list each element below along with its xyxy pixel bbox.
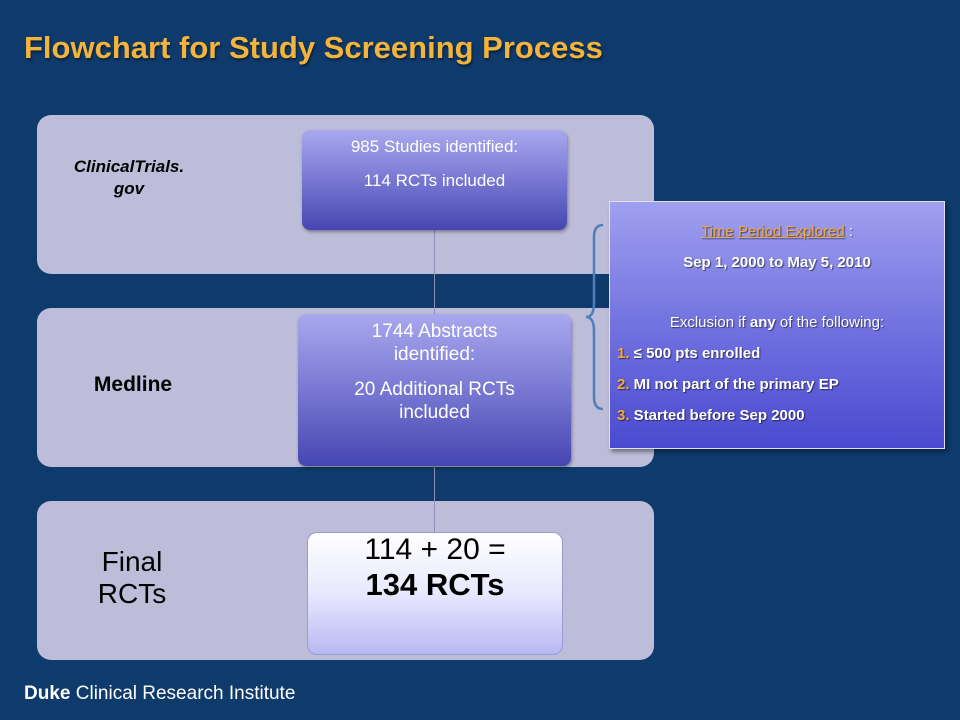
time-label: Time xyxy=(700,223,734,240)
medline-box: 1744 Abstracts identified: 20 Additional… xyxy=(298,314,571,466)
criterion-item: 1. ≤ 500 pts enrolled xyxy=(617,345,760,362)
band-label-medline: Medline xyxy=(93,373,173,396)
clinicaltrials-box: 985 Studies identified: 114 RCTs include… xyxy=(302,130,567,230)
period-explored-label: Period Explored xyxy=(737,223,845,240)
band-label-final: Final RCTs xyxy=(97,546,167,609)
exclusion-post-text: of the following: xyxy=(775,314,885,331)
medline-rcts-text: 20 Additional RCTs included xyxy=(354,379,515,423)
final-sum-text: 114 + 20 = xyxy=(364,533,506,566)
criterion-item: 2. MI not part of the primary EP xyxy=(617,376,839,393)
slide-title: Flowchart for Study Screening Process xyxy=(24,30,603,65)
band-label-clinicaltrials: ClinicalTrials. gov xyxy=(73,157,185,198)
footer-org-bold: Duke xyxy=(24,683,71,704)
criterion-number: 1. xyxy=(617,345,630,362)
criterion-text: ≤ 500 pts enrolled xyxy=(629,345,761,362)
footer-logo-text: Duke Clinical Research Institute xyxy=(24,683,295,705)
criterion-number: 3. xyxy=(617,407,630,424)
criterion-item: 3. Started before Sep 2000 xyxy=(617,407,805,424)
medline-abstracts-text: 1744 Abstracts identified: xyxy=(371,321,498,365)
time-period-heading: Time Period Explored : xyxy=(610,223,944,240)
criterion-text: MI not part of the primary EP xyxy=(629,376,839,393)
criteria-box: Time Period Explored : Sep 1, 2000 to Ma… xyxy=(609,201,945,449)
exclusion-pre-text: Exclusion if xyxy=(669,314,750,331)
criterion-text: Started before Sep 2000 xyxy=(629,407,805,424)
connector-line-bottom xyxy=(434,466,435,533)
final-rcts-box: 114 + 20 = 134 RCTs xyxy=(307,532,563,655)
curly-brace-icon xyxy=(585,223,604,411)
date-range-text: Sep 1, 2000 to May 5, 2010 xyxy=(683,254,871,271)
footer-org-rest: Clinical Research Institute xyxy=(70,683,296,704)
clinicaltrials-rcts-text: 114 RCTs included xyxy=(363,171,506,190)
criterion-number: 2. xyxy=(617,376,630,393)
connector-line-top xyxy=(434,230,435,314)
exclusion-any-text: any xyxy=(749,314,776,331)
time-colon: : xyxy=(844,223,854,240)
exclusion-heading: Exclusion if any of the following: xyxy=(610,314,944,331)
clinicaltrials-studies-text: 985 Studies identified: xyxy=(350,137,519,156)
final-total-text: 134 RCTs xyxy=(365,567,505,602)
